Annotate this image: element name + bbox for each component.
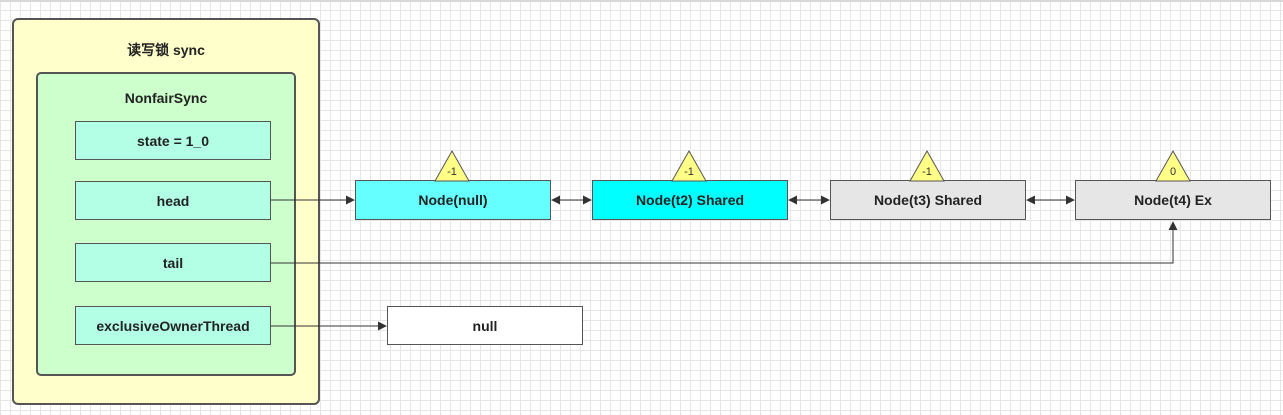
inner-title: NonfairSync [124, 90, 208, 106]
node-null-badge: -1 [447, 166, 457, 178]
node-t2: Node(t2) Shared [592, 180, 788, 220]
node-t4-label: Node(t4) Ex [1134, 192, 1212, 208]
badge-triangle-icon [671, 150, 707, 182]
head-label: head [156, 192, 190, 209]
head-field: head [75, 181, 271, 220]
node-t4-badge: 0 [1169, 166, 1177, 178]
node-t3: Node(t3) Shared [830, 180, 1026, 220]
top-rule [0, 0, 1283, 2]
owner-label: exclusiveOwnerThread [96, 317, 250, 334]
badge-triangle-icon [1155, 150, 1191, 182]
badge-triangle-icon [434, 150, 470, 182]
owner-null-box: null [387, 306, 583, 345]
badge-triangle-icon [909, 150, 945, 182]
owner-null-label: null [472, 317, 498, 334]
tail-field: tail [75, 243, 271, 282]
node-t2-badge: -1 [684, 166, 694, 178]
node-t3-badge: -1 [922, 166, 932, 178]
node-t3-label: Node(t3) Shared [873, 192, 983, 208]
node-null: Node(null) [355, 180, 551, 220]
state-field: state = 1_0 [75, 121, 271, 160]
owner-field: exclusiveOwnerThread [75, 306, 271, 345]
node-t2-label: Node(t2) Shared [635, 192, 745, 208]
tail-label: tail [162, 254, 184, 271]
state-label: state = 1_0 [137, 132, 209, 149]
outer-title: 读写锁 sync [127, 42, 205, 58]
node-null-label: Node(null) [418, 192, 488, 208]
node-t4: Node(t4) Ex [1075, 180, 1271, 220]
tail-pointer-arrow [271, 221, 1178, 264]
